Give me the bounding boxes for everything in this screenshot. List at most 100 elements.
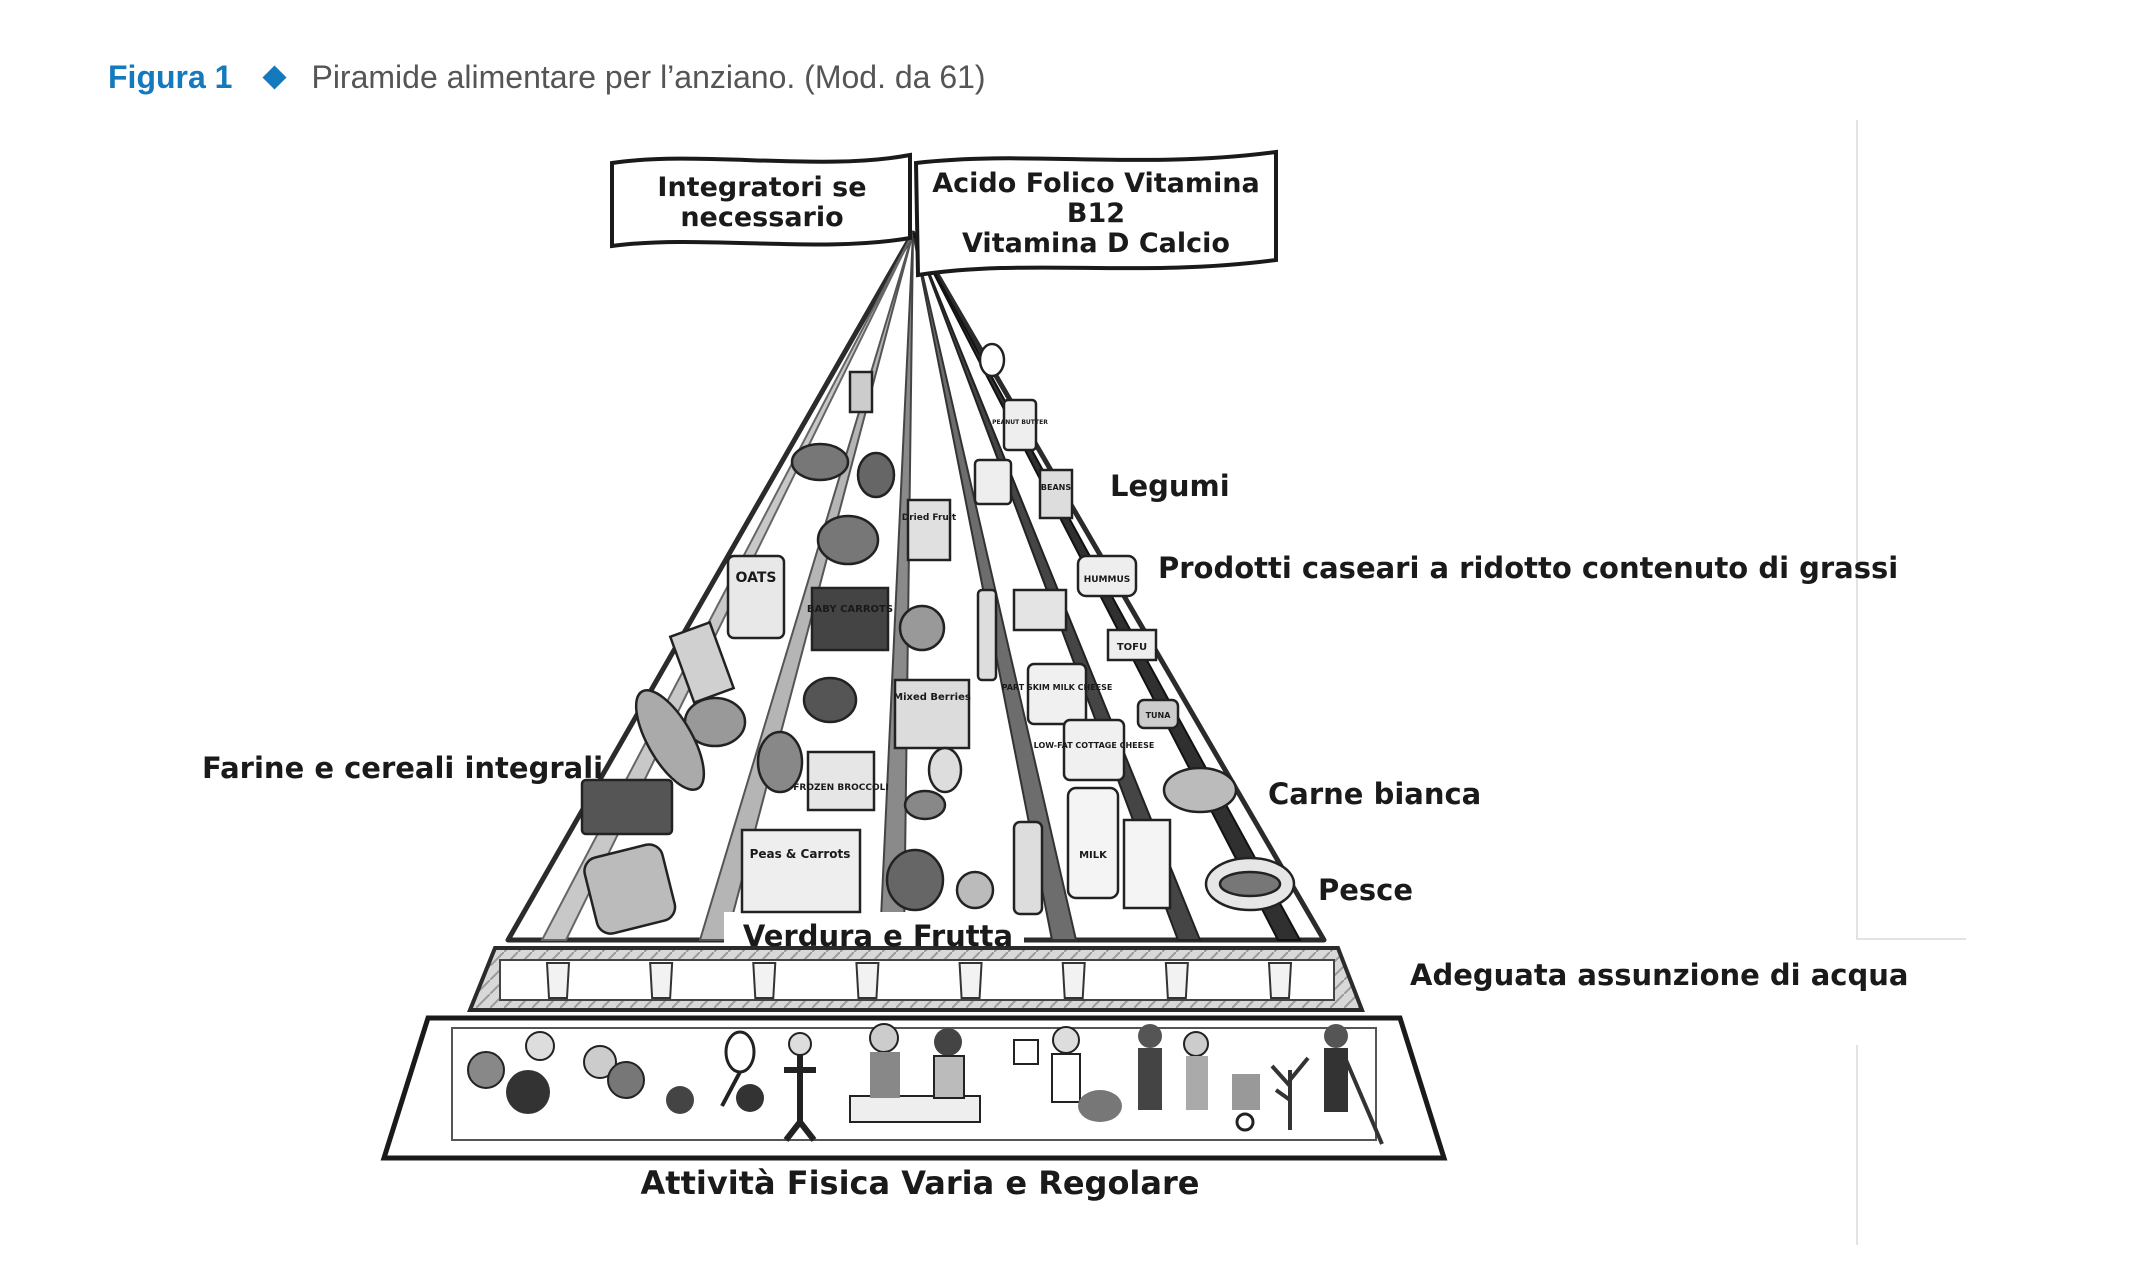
cottage-cheese-label: LOW-FAT COTTAGE CHEESE bbox=[1034, 741, 1155, 750]
cereal-bowl bbox=[790, 442, 850, 482]
pear bbox=[927, 746, 963, 794]
egg bbox=[978, 342, 1006, 378]
tuna-can bbox=[1136, 698, 1180, 730]
bread-loaf bbox=[583, 843, 677, 935]
tuna-label: TUNA bbox=[1146, 711, 1172, 720]
squash bbox=[756, 730, 804, 794]
pyramid-body bbox=[505, 230, 1327, 950]
label-fish: Pesce bbox=[1318, 873, 1413, 907]
cereal-box bbox=[668, 620, 736, 705]
person-icon bbox=[1052, 1026, 1080, 1054]
table-icon bbox=[849, 1095, 981, 1123]
figure-title: Piramide alimentare per l’anziano. (Mod.… bbox=[311, 58, 986, 95]
water-glass-icon bbox=[1061, 962, 1086, 999]
swimmer-icon bbox=[506, 1070, 550, 1114]
supplements-banner-left: Integratori se necessario bbox=[610, 152, 912, 249]
person-icon bbox=[736, 1084, 764, 1112]
rake-icon bbox=[1344, 1059, 1384, 1145]
milk-jug bbox=[1066, 786, 1120, 900]
apple bbox=[955, 870, 995, 910]
spray-bottle bbox=[1012, 820, 1044, 916]
noodles bbox=[848, 370, 874, 414]
part-skim-cheese-tub bbox=[1026, 662, 1088, 726]
baby-carrots-bag bbox=[810, 586, 890, 652]
ball-icon bbox=[583, 1045, 617, 1079]
cottage-cheese-tub bbox=[1062, 718, 1126, 782]
grapes bbox=[885, 848, 945, 912]
person-icon bbox=[869, 1023, 899, 1053]
baby-carrots-label: BABY CARROTS bbox=[807, 604, 893, 615]
paddle-icon bbox=[666, 1086, 694, 1114]
fish bbox=[1218, 870, 1282, 898]
dried-fruit-label: Dried Fruit bbox=[902, 513, 957, 523]
milk-carton bbox=[1122, 818, 1172, 910]
beans-label: BEANS bbox=[1041, 483, 1071, 492]
banner-right-line-2: B12 bbox=[1067, 198, 1125, 229]
stroller-icon bbox=[1235, 1112, 1255, 1132]
water-glass-icon bbox=[855, 962, 880, 999]
banner-right-line-3: Vitamina D Calcio bbox=[962, 228, 1230, 259]
dried-fruit-pack bbox=[906, 498, 952, 562]
crackers bbox=[580, 778, 674, 836]
supplements-banner-right: Acido Folico Vitamina B12 Vitamina D Cal… bbox=[913, 149, 1278, 278]
melon-slice bbox=[903, 789, 947, 821]
person-icon bbox=[1183, 1031, 1209, 1057]
hummus-label: HUMMUS bbox=[1084, 575, 1131, 585]
water-glass-icon bbox=[1164, 962, 1189, 999]
person-icon bbox=[1138, 1024, 1162, 1048]
person-icon bbox=[1324, 1024, 1348, 1048]
label-grains: Farine e cereali integrali bbox=[202, 751, 603, 785]
milk-jug-label: MILK bbox=[1079, 850, 1108, 861]
pepper bbox=[856, 451, 896, 499]
banner-left-line-1: Integratori se bbox=[657, 172, 866, 203]
food-illustrations: OATS BABY CARROTS FROZEN BROCCOLI Peas &… bbox=[580, 342, 1296, 935]
water-glass-icon bbox=[649, 962, 674, 999]
mixed-berries-label: Mixed Berries bbox=[893, 692, 971, 703]
label-poultry: Carne bianca bbox=[1268, 777, 1481, 811]
water-glass-icon bbox=[958, 962, 983, 999]
frame-rule-horizontal bbox=[1856, 938, 1966, 940]
peanut-butter-label: PEANUT BUTTER bbox=[992, 419, 1048, 426]
peas-carrots-bag bbox=[740, 828, 862, 914]
tofu-label: TOFU bbox=[1117, 642, 1147, 653]
frame-rule-vertical-lower bbox=[1856, 1045, 1858, 1245]
oats-label: OATS bbox=[736, 570, 777, 586]
water-glass-icon bbox=[1267, 962, 1293, 999]
yogurt-cup bbox=[973, 458, 1013, 506]
beans-can bbox=[1038, 468, 1074, 520]
peanut-butter-jar bbox=[1002, 398, 1038, 452]
figure-label: Figura 1 bbox=[108, 58, 233, 95]
frame-rule-vertical-upper bbox=[1856, 120, 1858, 940]
label-veg-fruit: Verdura e Frutta bbox=[743, 919, 1013, 953]
water-band bbox=[467, 946, 1365, 1012]
broccoli bbox=[802, 676, 858, 724]
water-glass-icon bbox=[752, 962, 777, 999]
plant-icon bbox=[1078, 1090, 1122, 1122]
label-water: Adeguata assunzione di acqua bbox=[1410, 958, 1908, 992]
person-icon bbox=[783, 1052, 817, 1142]
label-activity: Attività Fisica Varia e Regolare bbox=[641, 1164, 1200, 1202]
frozen-broccoli-box bbox=[806, 750, 876, 812]
baguette bbox=[634, 689, 706, 791]
swimmer-icon bbox=[467, 1051, 505, 1089]
label-legumes: Legumi bbox=[1110, 469, 1230, 503]
activity-band bbox=[380, 1015, 1448, 1161]
tree-icon bbox=[1270, 1056, 1310, 1130]
lettuce bbox=[816, 514, 880, 566]
orange bbox=[898, 604, 946, 652]
banner-left-line-2: necessario bbox=[680, 202, 843, 233]
water-glasses bbox=[545, 962, 1293, 999]
cheese-wedge bbox=[1012, 588, 1068, 632]
swimmer-icon bbox=[607, 1061, 645, 1099]
mixed-berries-pack bbox=[893, 678, 971, 750]
chicken bbox=[1162, 766, 1238, 814]
tofu-pack bbox=[1106, 628, 1158, 662]
peas-carrots-label: Peas & Carrots bbox=[750, 847, 851, 861]
figure-caption: Figura 1 Piramide alimentare per l’anzia… bbox=[108, 52, 986, 102]
part-skim-cheese-label: PART SKIM MILK CHEESE bbox=[1002, 683, 1113, 692]
person-icon bbox=[934, 1028, 962, 1056]
frozen-broccoli-label: FROZEN BROCCOLI bbox=[793, 783, 888, 793]
ball-icon bbox=[525, 1031, 555, 1061]
label-dairy: Prodotti caseari a ridotto contenuto di … bbox=[1158, 551, 1898, 585]
